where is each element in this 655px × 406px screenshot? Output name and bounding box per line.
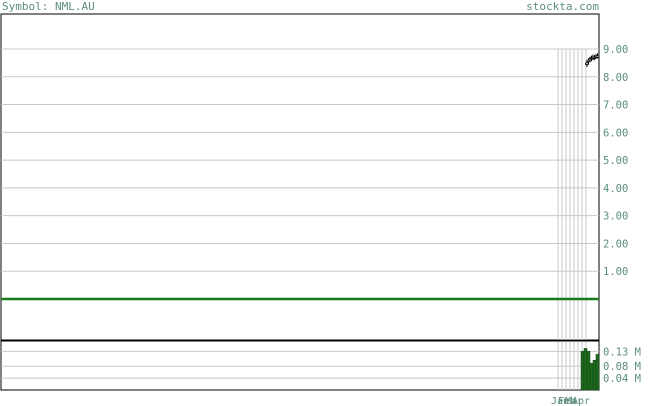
volume-bars — [580, 348, 600, 391]
price-vertical-grid — [557, 49, 587, 340]
volume-bar — [586, 351, 591, 391]
volume-panel-frame — [0, 340, 600, 391]
symbol-label: Symbol: NML.AU — [2, 0, 95, 13]
volume-bar — [583, 348, 588, 391]
price-y-tick-label: 5.00 — [603, 155, 628, 167]
price-y-ticks: 1.00 2.00 3.00 4.00 5.00 6.00 7.00 8.00 9.00 — [603, 44, 628, 278]
price-y-tick-label: 7.00 — [603, 100, 628, 112]
price-y-tick-label: 9.00 — [603, 44, 628, 56]
volume-y-ticks: 0.04 M0.08 M 0.13 M — [603, 346, 641, 385]
volume-grid — [1, 350, 599, 379]
x-tick-label: Mar — [565, 396, 583, 406]
price-y-tick-label: 4.00 — [603, 183, 628, 195]
volume-y-tick-label: 0.04 M — [603, 373, 641, 385]
volume-bar — [592, 360, 597, 391]
brand-link[interactable]: stockta.com — [526, 0, 599, 13]
price-y-tick-label: 8.00 — [603, 72, 628, 84]
volume-panel: 0.04 M0.08 M 0.13 M — [0, 340, 641, 391]
price-y-tick-label: 6.00 — [603, 127, 628, 139]
price-panel: 1.00 2.00 3.00 4.00 5.00 6.00 7.00 8.00 9.00 — [0, 13, 628, 341]
x-tick-label: Feb — [558, 396, 576, 406]
volume-bar — [595, 354, 600, 391]
price-candles — [585, 53, 600, 68]
volume-y-tick-label: 0.08 M — [603, 361, 641, 373]
x-tick-label: Jan — [551, 396, 569, 406]
volume-bar — [580, 351, 585, 391]
volume-bar — [589, 363, 594, 391]
price-y-tick-label: 1.00 — [603, 266, 628, 278]
price-panel-frame — [0, 13, 600, 341]
volume-y-tick-label: 0.13 M — [603, 346, 641, 358]
price-grid — [1, 48, 599, 272]
price-y-tick-label: 3.00 — [603, 211, 628, 223]
price-y-tick-label: 2.00 — [603, 238, 628, 250]
x-tick-label: Apr — [572, 396, 590, 406]
price-candle — [595, 53, 600, 59]
